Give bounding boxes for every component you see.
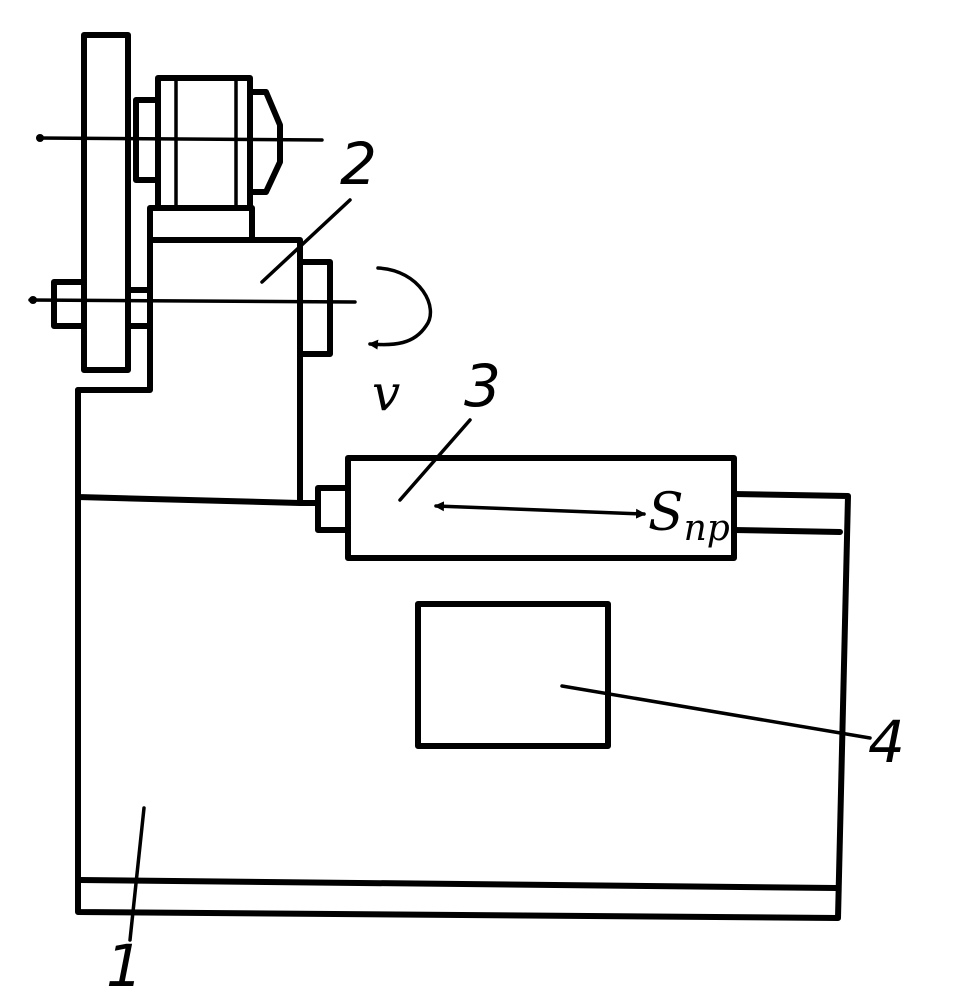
label-feed: Sпр <box>648 483 730 549</box>
label-feed-sub: пр <box>684 508 730 549</box>
label-table: 3 <box>464 352 501 420</box>
lower-axis <box>28 298 357 304</box>
motor-mount <box>147 205 255 243</box>
leader-line-3 <box>398 418 472 502</box>
grinding-wheel <box>81 32 131 373</box>
table-stop <box>315 485 351 533</box>
feed-arrow-icon <box>434 501 646 519</box>
bed-base-line <box>77 877 839 891</box>
work-table <box>345 455 737 561</box>
control-box <box>415 601 611 749</box>
table-guide <box>731 527 843 535</box>
label-headstock: 2 <box>340 130 377 198</box>
label-rotation-speed: v <box>372 364 400 422</box>
lower-wheel-hub <box>51 279 87 329</box>
label-feed-main: S <box>648 483 684 543</box>
pulley-cap <box>247 89 283 195</box>
leader-line-1 <box>128 806 146 942</box>
rotation-arrow-icon <box>368 266 433 350</box>
spindle-flange <box>297 259 333 357</box>
leader-line-4 <box>560 684 872 740</box>
label-control-box: 4 <box>868 708 905 776</box>
upper-axis <box>36 136 324 142</box>
leader-line-2 <box>260 198 352 284</box>
lower-wheel-hub <box>125 287 153 329</box>
label-bed: 1 <box>106 932 143 1000</box>
